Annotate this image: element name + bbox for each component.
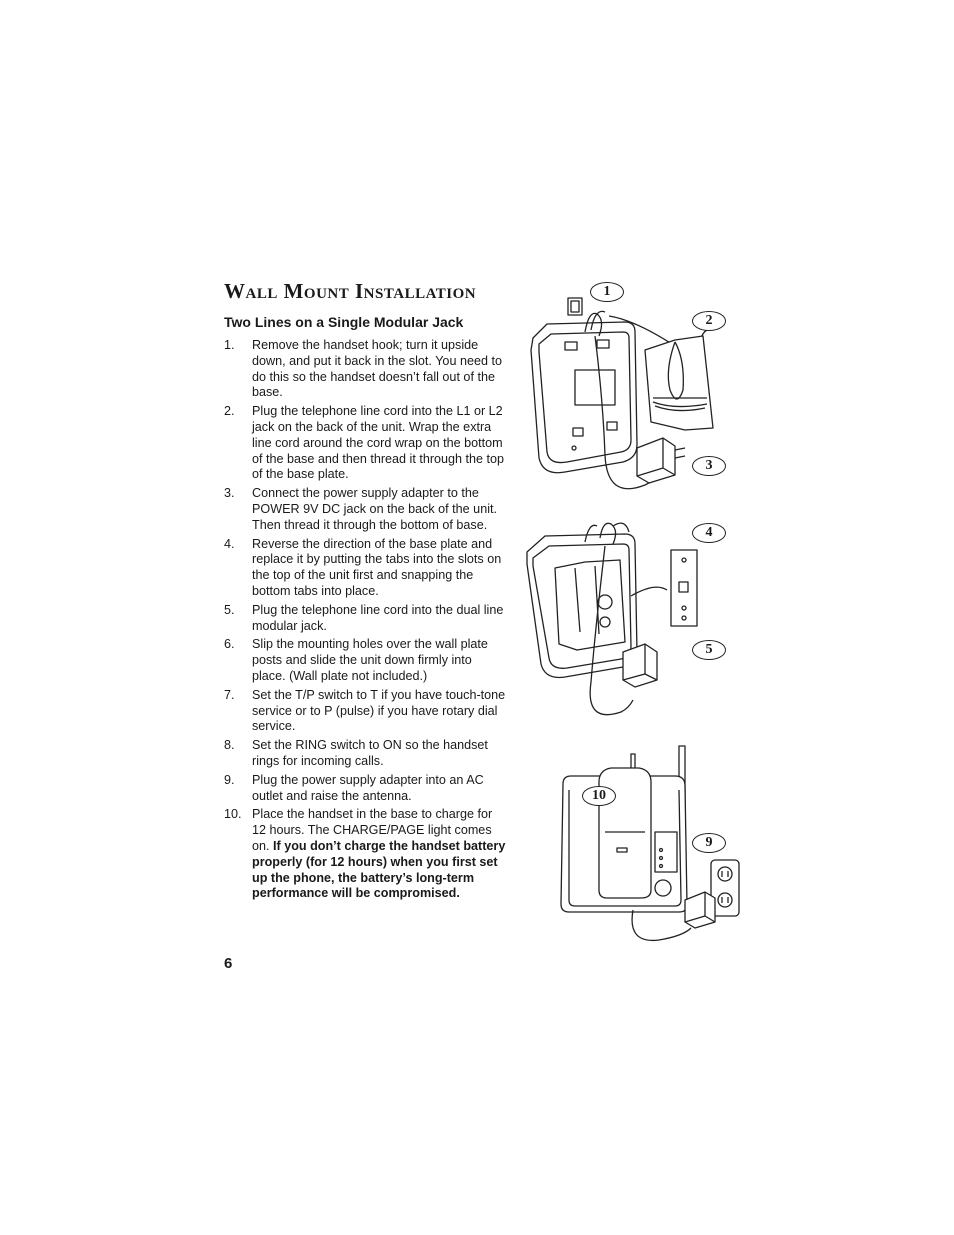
step-number: 10. xyxy=(224,807,242,822)
section-subtitle: Two Lines on a Single Modular Jack xyxy=(224,314,464,330)
step-number: 7. xyxy=(224,687,235,702)
step-text: Connect the power supply adapter to the … xyxy=(252,486,497,532)
callout-9: 9 xyxy=(692,833,726,853)
callout-4: 4 xyxy=(692,523,726,543)
callout-2: 2 xyxy=(692,311,726,331)
step-item: 3. Connect the power supply adapter to th… xyxy=(224,486,508,533)
step-item: 2. Plug the telephone line cord into the … xyxy=(224,404,508,483)
callout-3: 3 xyxy=(692,456,726,476)
callout-1: 1 xyxy=(590,282,624,302)
callout-5: 5 xyxy=(692,640,726,660)
step-text: Set the T/P switch to T if you have touc… xyxy=(252,687,506,734)
step-item: 10. Place the handset in the base to char… xyxy=(224,807,508,902)
step-number: 1. xyxy=(224,338,235,352)
section-title: Wall Mount Installation xyxy=(224,279,477,303)
step-text: Reverse the direction of the base plate … xyxy=(252,536,502,598)
step-text: Plug the power supply adapter into an AC… xyxy=(252,772,484,803)
step-number: 3. xyxy=(224,486,235,501)
installation-steps: 1. Remove the handset hook; turn it upsid… xyxy=(224,338,508,905)
step-text: Set the RING switch to ON so the handset… xyxy=(252,738,488,768)
step-number: 9. xyxy=(224,772,235,787)
step-text: Plug the telephone line cord into the du… xyxy=(252,602,504,633)
figure-phone-ac-outlet xyxy=(560,745,740,942)
step-text: Slip the mounting holes over the wall pl… xyxy=(252,637,488,683)
step-number: 2. xyxy=(224,404,235,419)
page-number: 6 xyxy=(224,955,233,972)
step-number: 4. xyxy=(224,536,235,551)
step-number: 8. xyxy=(224,738,235,753)
step-item: 1. Remove the handset hook; turn it upsid… xyxy=(224,338,508,401)
step-item: 8. Set the RING switch to ON so the hands… xyxy=(224,738,508,770)
step-item: 6. Slip the mounting holes over the wall … xyxy=(224,637,508,684)
step-text: Plug the telephone line cord into the L1… xyxy=(252,404,505,482)
step-text: Place the handset in the base to charge … xyxy=(252,807,493,853)
callout-10: 10 xyxy=(582,786,616,806)
step-number: 6. xyxy=(224,637,235,652)
step-item: 5. Plug the telephone line cord into the … xyxy=(224,603,508,635)
figure-base-plate-wall-jack xyxy=(526,522,698,716)
step-item: 7. Set the T/P switch to T if you have to… xyxy=(224,688,508,735)
step-text: Remove the handset hook; turn it upside … xyxy=(252,338,502,400)
figure-base-rear-line-cord xyxy=(530,297,714,490)
step-number: 5. xyxy=(224,602,235,617)
charge-warning: If you don’t charge the handset battery … xyxy=(252,838,506,901)
step-item: 9. Plug the power supply adapter into an … xyxy=(224,773,508,805)
step-item: 4. Reverse the direction of the base plat… xyxy=(224,537,508,600)
